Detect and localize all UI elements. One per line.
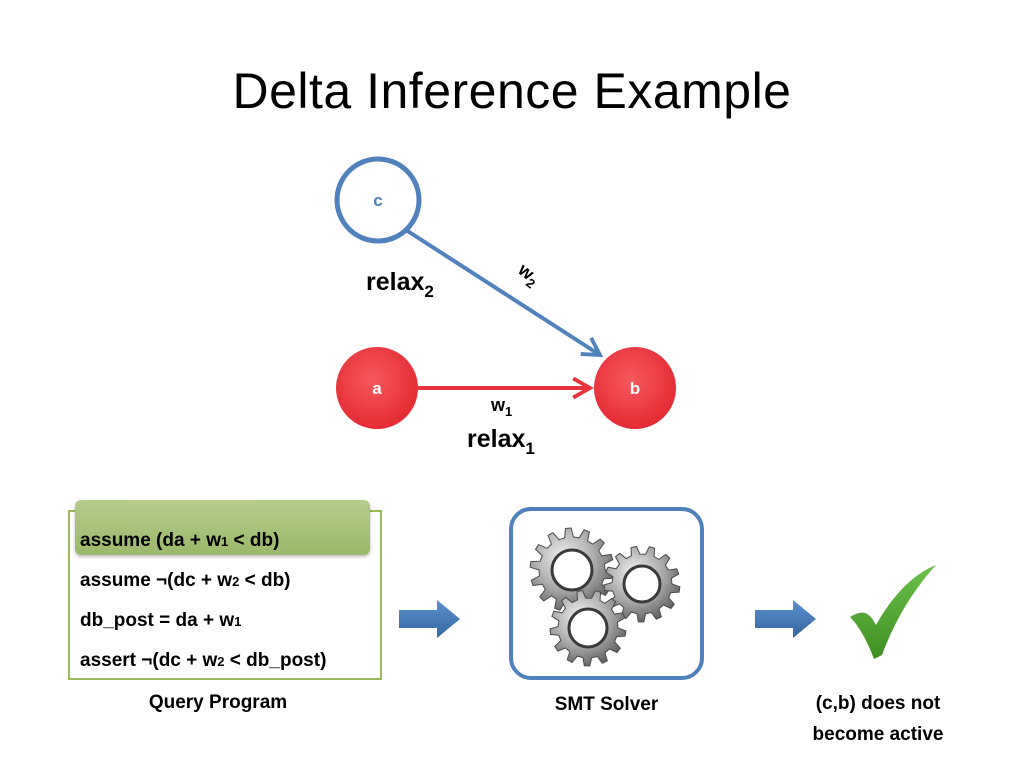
query-program-caption: Query Program — [148, 692, 288, 713]
code-line-4: assert ¬(dc + w2 < db_post) — [80, 650, 327, 671]
code-line-3: db_post = da + w1 — [80, 610, 242, 631]
result-caption: (c,b) does not become active — [812, 693, 944, 745]
gear-hole — [550, 548, 594, 592]
edge-c-b — [404, 228, 604, 358]
node-a-label: a — [372, 379, 382, 398]
edge-label-relax2: relax2 — [366, 268, 434, 301]
gear-hole — [622, 564, 662, 604]
weight-label-w2: w2 — [511, 259, 543, 292]
node-c: c — [334, 156, 422, 244]
edge-label-relax1: relax1 — [467, 425, 535, 458]
node-a: a — [336, 347, 418, 429]
gears-icon — [529, 527, 681, 667]
arrow-right-icon — [755, 600, 816, 638]
gear-shape — [529, 527, 615, 613]
highlighted-line — [75, 500, 370, 555]
checkmark-icon — [850, 565, 936, 659]
node-c-label: c — [373, 191, 382, 210]
code-line-1: assume (da + w1 < db) — [80, 530, 280, 551]
node-b: b — [594, 347, 676, 429]
gear-hole — [567, 607, 609, 649]
slide-title: Delta Inference Example — [232, 63, 792, 119]
gear-shape — [603, 545, 681, 623]
weight-label-w1: w1 — [490, 395, 512, 419]
graph-diagram: c a b relax2 w2 w1 relax1 — [334, 156, 676, 458]
smt-solver-caption: SMT Solver — [554, 694, 659, 715]
node-b-label: b — [630, 379, 640, 398]
code-line-2: assume ¬(dc + w2 < db) — [80, 570, 291, 591]
arrow-right-icon — [399, 600, 460, 638]
